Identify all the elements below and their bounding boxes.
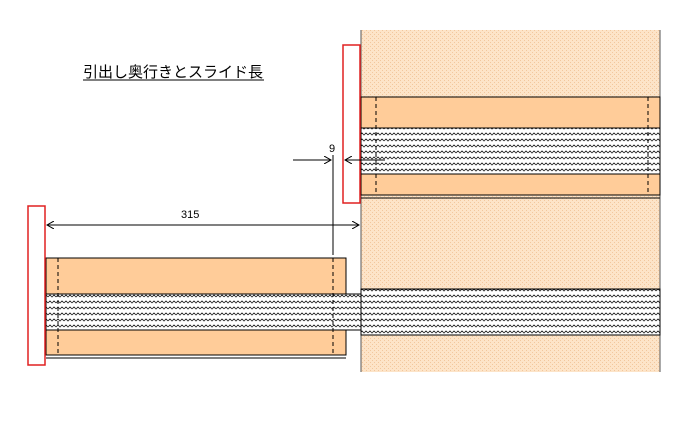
closed-drawer <box>342 44 661 204</box>
open-drawer-upper-rail <box>45 257 347 295</box>
closed-drawer-slide <box>360 127 661 175</box>
closed-drawer-lower-rail <box>360 173 661 196</box>
open-drawer-slide-extended <box>45 293 362 331</box>
dimension-label-315: 315 <box>181 209 199 221</box>
slide-fixed-part <box>360 288 661 336</box>
closed-drawer-front-panel <box>342 44 361 204</box>
open-drawer-lower-rail <box>45 329 347 356</box>
clearance-dimension: 9 <box>293 143 385 255</box>
slide-length-dimension: 315 <box>47 209 359 225</box>
diagram-title: 引出し奥行きとスライド長 <box>83 63 263 81</box>
open-drawer <box>27 205 661 366</box>
open-drawer-front-panel <box>27 205 46 366</box>
dimension-label-9: 9 <box>329 143 335 155</box>
closed-drawer-upper-rail <box>360 96 661 129</box>
